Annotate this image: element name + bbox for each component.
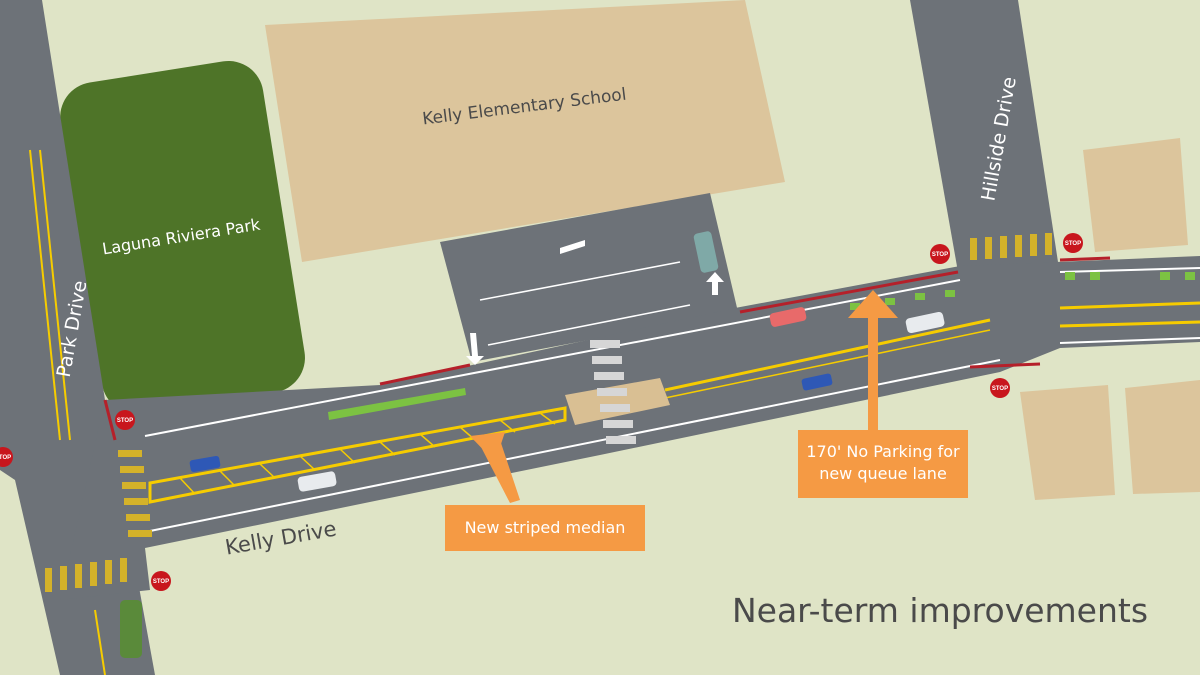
car <box>905 311 945 334</box>
lot-parcel <box>1020 385 1115 500</box>
crosswalk <box>590 340 636 444</box>
stop-sign-icon: STOP <box>1063 233 1083 253</box>
svg-text:STOP: STOP <box>153 579 169 585</box>
green-queue-markings <box>850 272 1195 310</box>
school-building <box>265 0 785 262</box>
pavement-arrows <box>466 240 724 365</box>
svg-text:new queue lane: new queue lane <box>819 464 947 483</box>
svg-text:STOP: STOP <box>932 252 948 258</box>
green-bike-lane <box>328 388 466 420</box>
median-island <box>565 378 670 425</box>
svg-text:STOP: STOP <box>992 386 1008 392</box>
car <box>297 471 337 492</box>
stop-sign-icon: STOP <box>151 571 171 591</box>
parking-lot <box>440 193 738 362</box>
svg-text:STOP: STOP <box>117 418 133 424</box>
median-callout: New striped median <box>445 432 645 551</box>
svg-text:STOP: STOP <box>0 455 11 461</box>
cars <box>120 231 945 658</box>
svg-text:STOP: STOP <box>1065 241 1081 247</box>
car <box>693 231 719 273</box>
stop-signs: STOP STOP STOP STOP STOP STOP <box>0 233 1083 591</box>
car <box>769 307 807 327</box>
stop-sign-icon: STOP <box>930 244 950 264</box>
svg-text:New striped median: New striped median <box>465 518 626 537</box>
no-parking-callout: 170' No Parking for new queue lane <box>798 290 968 498</box>
lane-lines <box>29 149 1200 675</box>
school-crosswalks <box>45 233 1052 592</box>
car <box>189 455 221 473</box>
stop-sign-icon: STOP <box>0 447 13 467</box>
stop-sign-icon: STOP <box>115 410 135 430</box>
no-parking-curbs <box>103 256 1111 441</box>
park-area <box>60 60 305 414</box>
svg-text:170' No Parking for: 170' No Parking for <box>806 442 960 461</box>
hillside-drive-road <box>910 0 1058 272</box>
lot-parcel <box>1083 138 1188 252</box>
parking-stalls <box>479 261 691 346</box>
car <box>120 600 142 658</box>
page-title: Near-term improvements <box>732 591 1148 630</box>
car <box>801 373 833 391</box>
lot-parcel <box>1125 380 1200 494</box>
stop-sign-icon: STOP <box>990 378 1010 398</box>
